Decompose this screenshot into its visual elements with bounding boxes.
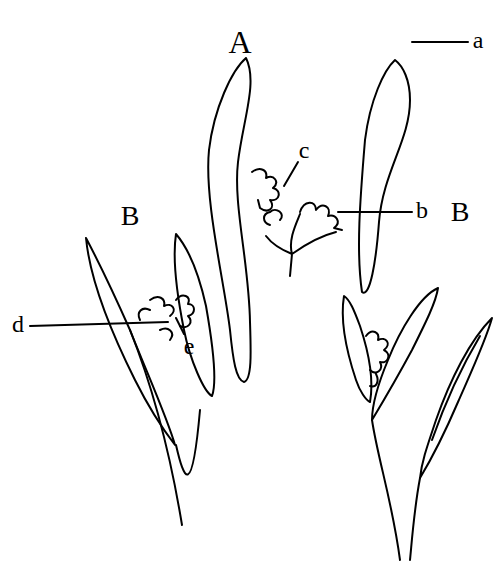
flower-letter: B: [451, 198, 470, 226]
petal-outline: [208, 58, 250, 382]
sepal-outline: [175, 234, 215, 396]
flower-letter: A: [228, 26, 251, 58]
anther: [264, 210, 282, 225]
leader-line: [412, 41, 468, 43]
part-letter: d: [12, 312, 24, 336]
part-letter: e: [184, 334, 195, 358]
sepal-outline: [343, 296, 372, 402]
sepal-outline: [86, 238, 175, 445]
petal-outline: [359, 60, 410, 293]
stamen-cluster: [300, 203, 342, 230]
stem: [130, 330, 200, 525]
part-letter: a: [473, 28, 484, 52]
stem: [372, 420, 420, 560]
sepal-vein: [432, 336, 480, 440]
part-letter: b: [416, 198, 428, 222]
flower-letter: B: [121, 202, 140, 230]
leader-line: [284, 162, 298, 186]
sepal-outline: [372, 288, 438, 420]
sepal-outline: [420, 318, 492, 478]
leader-line: [30, 322, 168, 326]
filament: [266, 214, 336, 276]
part-letter: c: [299, 138, 310, 162]
leader-line: [338, 211, 412, 213]
stamen-cluster: [366, 332, 388, 387]
leader-line: [176, 318, 184, 334]
anther: [139, 309, 150, 320]
stamen-cluster: [252, 169, 279, 210]
